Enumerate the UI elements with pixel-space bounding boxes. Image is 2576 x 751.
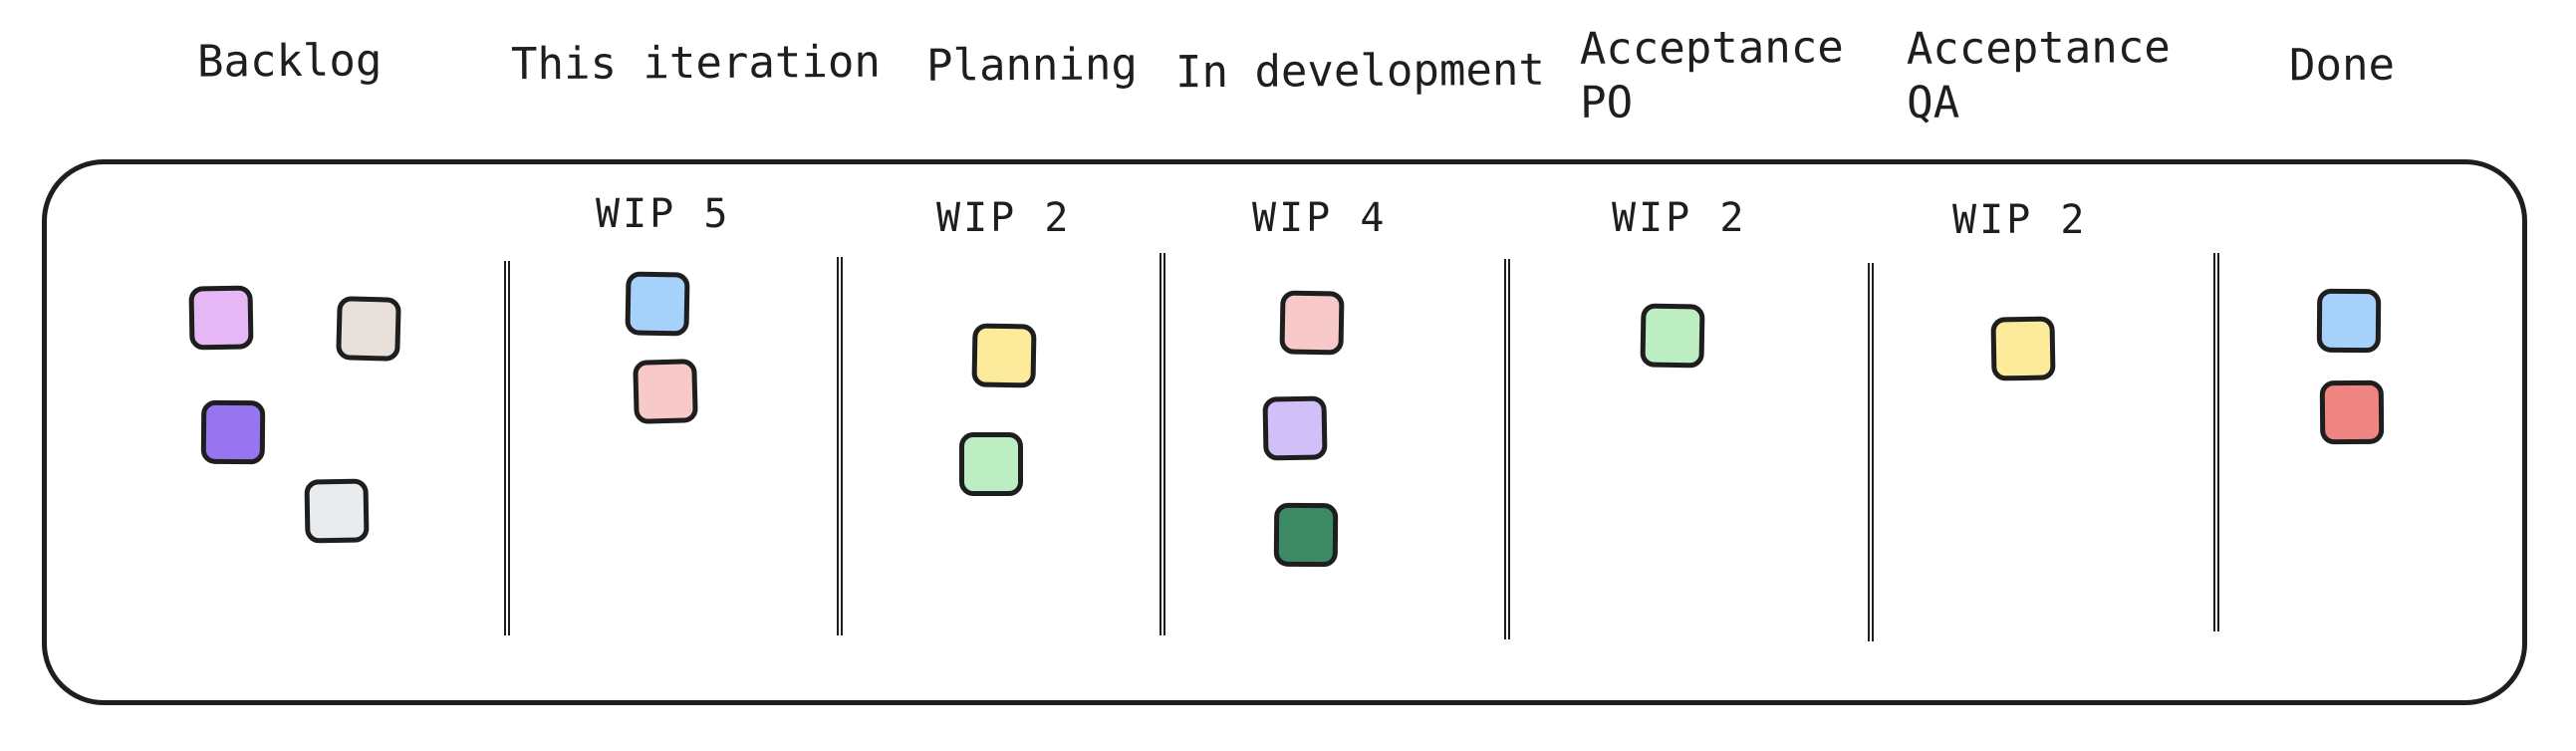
sticky-card[interactable] [625, 271, 690, 337]
board-frame [42, 159, 2527, 705]
column-divider [1868, 263, 1874, 641]
wip-limit-label: WIP 2 [936, 195, 1072, 241]
column-divider [837, 257, 843, 635]
sticky-card[interactable] [959, 432, 1023, 496]
sticky-card[interactable] [2319, 379, 2385, 445]
column-divider [1159, 253, 1165, 635]
wip-limit-label: WIP 2 [1612, 195, 1747, 241]
column-divider [2213, 253, 2219, 631]
column-header: In development [1174, 44, 1546, 99]
sticky-card[interactable] [1990, 316, 2056, 381]
sticky-card[interactable] [1262, 395, 1328, 461]
wip-limit-label: WIP 4 [1252, 195, 1388, 241]
wip-limit-label: WIP 5 [596, 191, 731, 237]
column-header: Planning [925, 39, 1139, 92]
column-header: Done [2288, 39, 2396, 92]
column-header: Backlog [196, 35, 383, 88]
sticky-card[interactable] [304, 478, 370, 544]
sticky-card[interactable] [2316, 288, 2382, 354]
sticky-card[interactable] [971, 323, 1037, 388]
sticky-card[interactable] [336, 296, 401, 362]
column-header: This iteration [510, 36, 882, 91]
column-divider [504, 261, 510, 635]
sticky-card[interactable] [200, 399, 266, 465]
wip-limit-label: WIP 2 [1952, 197, 2088, 243]
sticky-card[interactable] [188, 285, 254, 351]
column-header: Acceptance PO [1579, 22, 1844, 128]
sticky-card[interactable] [1640, 303, 1705, 369]
sticky-card[interactable] [1273, 502, 1339, 568]
sticky-card[interactable] [1279, 290, 1345, 356]
column-divider [1504, 259, 1510, 639]
sticky-card[interactable] [633, 359, 698, 424]
column-header: Acceptance QA [1906, 22, 2171, 128]
